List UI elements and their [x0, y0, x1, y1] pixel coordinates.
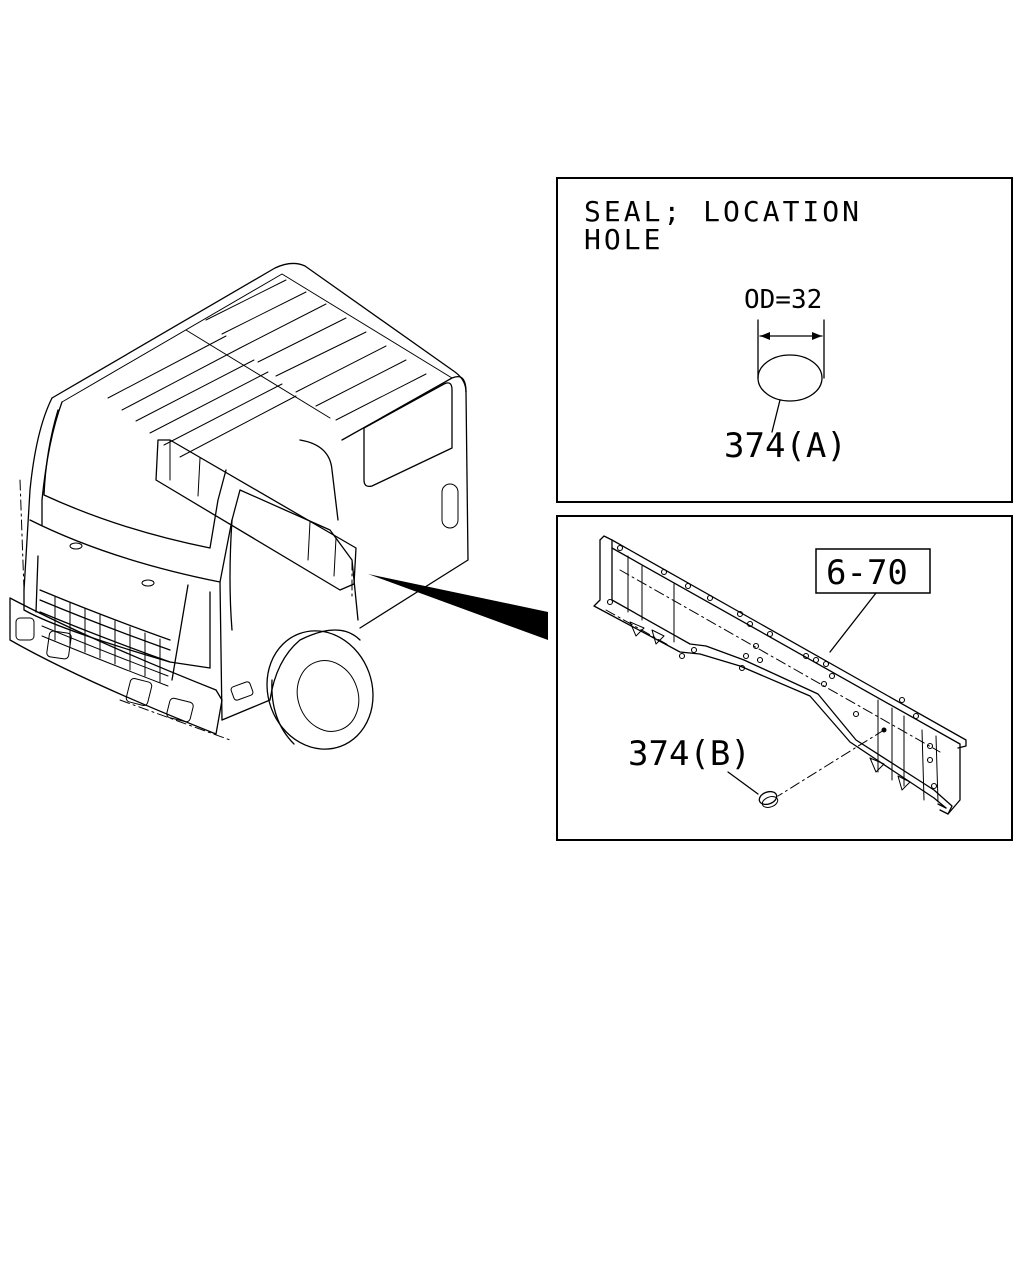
detail-a-title: SEAL; LOCATION	[584, 195, 862, 228]
seal-a-shape	[757, 354, 823, 402]
seal-b-shape	[758, 790, 779, 808]
part-label-374b: 374(B)	[628, 734, 751, 774]
ref-box	[815, 548, 931, 594]
part-label-374a: 374(A)	[724, 426, 847, 466]
od-dimension-line	[757, 319, 825, 379]
ref-label-6-70: 6-70	[826, 553, 908, 593]
od-dimension-label: OD=32	[744, 285, 822, 315]
detail-a-subtitle: HOLE	[584, 223, 663, 256]
detail-box-a: SEAL; LOCATION HOLE OD=32 374(A)	[556, 177, 1013, 503]
detail-box-b: 6-70	[556, 515, 1013, 841]
frame-side-rail	[593, 535, 967, 815]
truck-cab-illustration	[9, 262, 548, 750]
callout-pointer	[368, 574, 548, 640]
